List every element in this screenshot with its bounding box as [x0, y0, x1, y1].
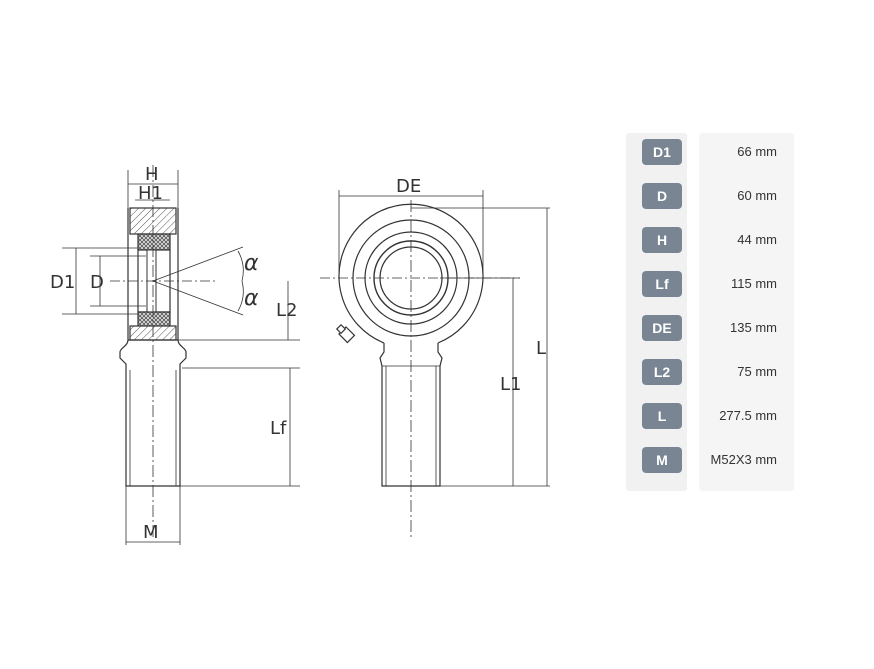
spec-label: D1 [642, 139, 682, 165]
label-m: M [143, 522, 159, 543]
label-l2: L2 [276, 300, 297, 321]
label-de: DE [396, 176, 421, 197]
spec-value: 66 mm [737, 144, 777, 159]
label-d1: D1 [50, 272, 75, 293]
spec-value: 44 mm [737, 232, 777, 247]
spec-value: 277.5 mm [719, 408, 777, 423]
label-alpha-upper: α [244, 251, 259, 276]
spec-table: D1 66 mm D 60 mm H 44 mm Lf 115 mm DE 13… [626, 133, 794, 491]
spec-label: L2 [642, 359, 682, 385]
spec-row-l2: L2 75 mm [626, 353, 794, 397]
label-d: D [90, 272, 104, 293]
side-view [62, 165, 300, 545]
spec-value: M52X3 mm [710, 452, 777, 467]
spec-row-de: DE 135 mm [626, 309, 794, 353]
spec-value: 135 mm [730, 320, 777, 335]
spec-row-d1: D1 66 mm [626, 133, 794, 177]
spec-label: H [642, 227, 682, 253]
spec-label: DE [642, 315, 682, 341]
spec-value: 60 mm [737, 188, 777, 203]
spec-label: M [642, 447, 682, 473]
spec-row-lf: Lf 115 mm [626, 265, 794, 309]
spec-value: 115 mm [731, 276, 777, 291]
spec-label: D [642, 183, 682, 209]
spec-value: 75 mm [737, 364, 777, 379]
label-h: H [145, 164, 159, 185]
spec-label: Lf [642, 271, 682, 297]
spec-row-d: D 60 mm [626, 177, 794, 221]
label-alpha-lower: α [244, 286, 259, 311]
front-view [320, 190, 550, 540]
spec-row-l: L 277.5 mm [626, 397, 794, 441]
spec-value-column [699, 133, 794, 491]
label-l1: L1 [500, 374, 521, 395]
label-lf: Lf [270, 418, 287, 439]
spec-row-m: M M52X3 mm [626, 441, 794, 485]
label-l: L [536, 338, 546, 359]
spec-label: L [642, 403, 682, 429]
label-h1: H1 [138, 183, 163, 204]
spec-row-h: H 44 mm [626, 221, 794, 265]
